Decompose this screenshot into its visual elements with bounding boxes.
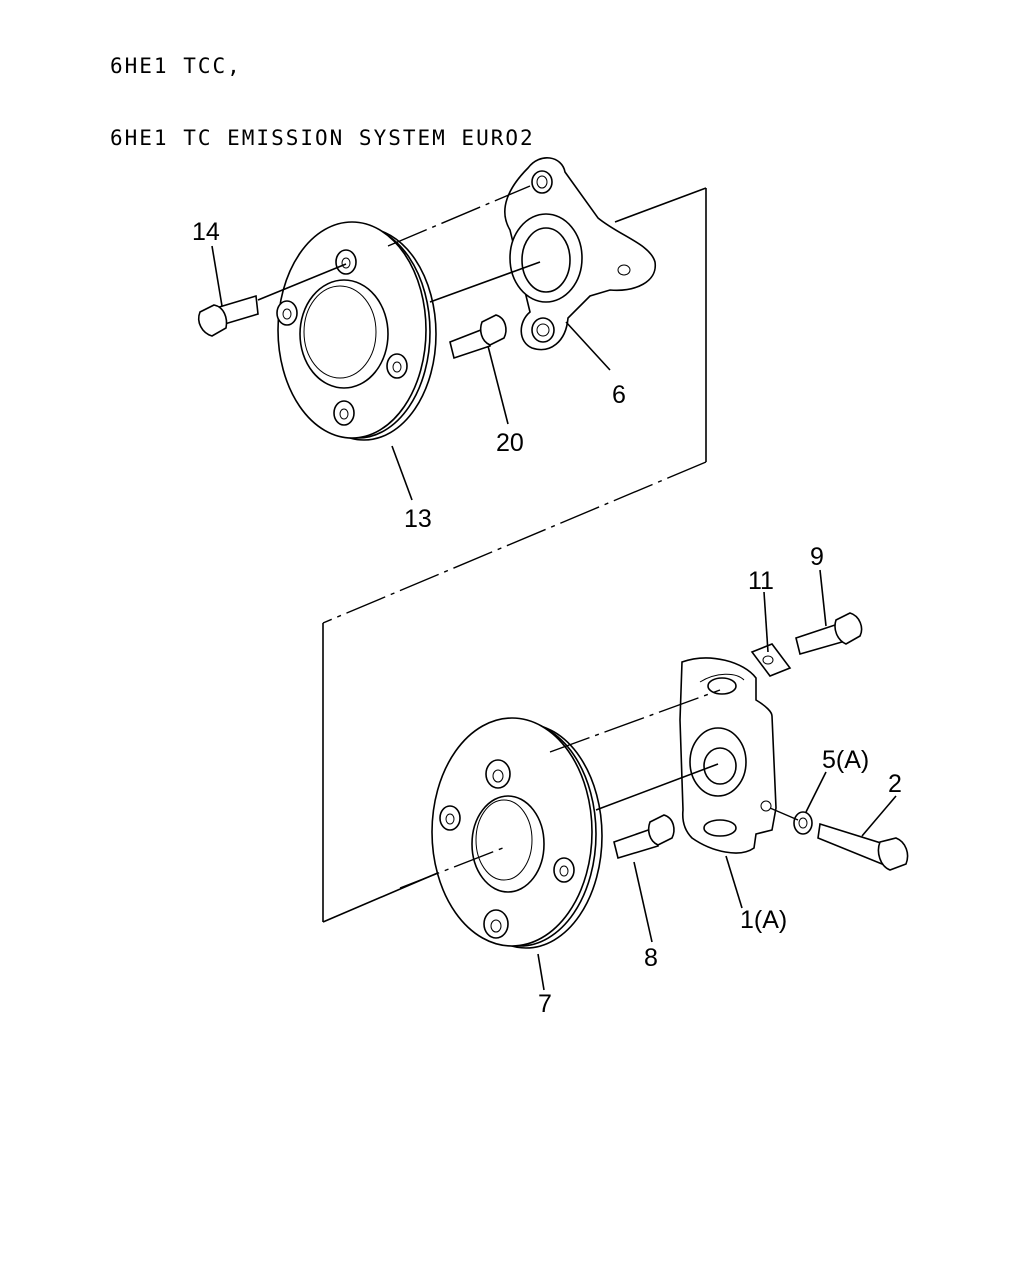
header-line-1: 6HE1 TCC, bbox=[110, 54, 242, 78]
callout-5a: 5(A) bbox=[822, 746, 869, 774]
callout-2: 2 bbox=[888, 770, 902, 798]
callout-1a: 1(A) bbox=[740, 906, 787, 934]
callout-14: 14 bbox=[192, 218, 220, 246]
bolt-part-20 bbox=[449, 314, 507, 360]
callout-9: 9 bbox=[810, 543, 824, 571]
washer-part-5a bbox=[793, 811, 813, 835]
lower-leader-lines bbox=[399, 569, 897, 991]
header-line-2: 6HE1 TC EMISSION SYSTEM EURO2 bbox=[110, 126, 535, 150]
bolt-part-14 bbox=[197, 294, 259, 337]
upper-leader-lines bbox=[211, 185, 611, 501]
assembly-frame bbox=[322, 187, 707, 923]
callout-11: 11 bbox=[748, 567, 774, 595]
plate-part-1a bbox=[679, 657, 777, 854]
callout-7: 7 bbox=[538, 990, 552, 1018]
flange-part-7 bbox=[431, 717, 603, 949]
callout-13: 13 bbox=[404, 505, 432, 533]
diagram-header: 6HE1 TCC, 6HE1 TC EMISSION SYSTEM EURO2 bbox=[110, 6, 535, 174]
washer-part-11 bbox=[750, 643, 792, 677]
callout-20: 20 bbox=[496, 429, 524, 457]
callout-8: 8 bbox=[644, 944, 658, 972]
callout-6: 6 bbox=[612, 381, 626, 409]
flange-part-13 bbox=[276, 221, 437, 441]
bolt-part-9 bbox=[795, 612, 863, 655]
bracket-part-6 bbox=[504, 157, 656, 351]
bolt-part-8 bbox=[613, 814, 675, 860]
bolt-part-2 bbox=[817, 822, 909, 871]
